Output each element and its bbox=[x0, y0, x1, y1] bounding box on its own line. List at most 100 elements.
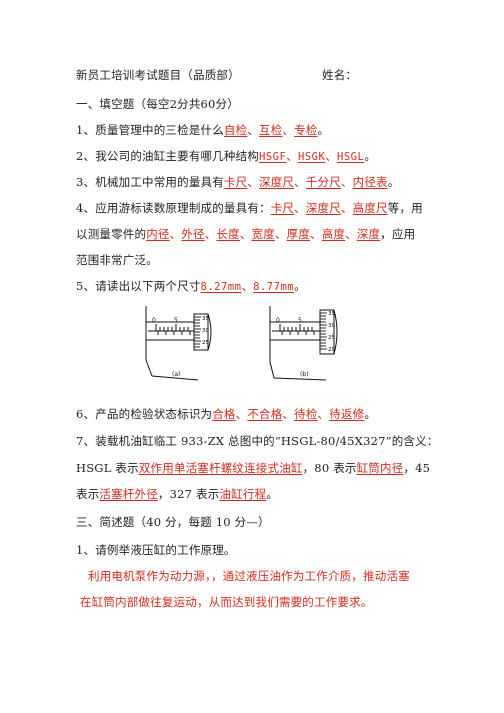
short-answer-1-line-1: 利用电机泵作为动力源，，通过液压油作为工作介质，推动活塞 bbox=[88, 569, 410, 583]
q4-answer-b5: 厚度 bbox=[286, 227, 311, 241]
q5-answer-1: 8.27mm bbox=[200, 281, 242, 293]
q4-answer-b6: 高度 bbox=[321, 227, 346, 241]
q7-answer-3: 活塞杆外径 bbox=[99, 487, 158, 501]
q5-sep-1: 、 bbox=[241, 279, 254, 293]
q3-answer-1: 卡尺 bbox=[223, 175, 248, 189]
q5-text: 5、请读出以下两个尺寸 bbox=[76, 279, 201, 293]
question-7-line-1: 7、装载机油缸临工 933-ZX 总图中的“HSGL-80/45X327”的含义… bbox=[76, 434, 439, 448]
q6-answer-2: 不合格 bbox=[247, 407, 283, 421]
q3-sep-3: 、 bbox=[340, 175, 353, 189]
q6-sep-2: 、 bbox=[282, 407, 295, 421]
q4-mid-2: ，应用 bbox=[380, 227, 416, 241]
q7-answer-2: 缸筒内径 bbox=[356, 461, 404, 475]
q7-line3-a: 表示 bbox=[76, 487, 100, 501]
q4-answer-b2: 外径 bbox=[181, 227, 205, 241]
q1-answer-1: 自检 bbox=[223, 123, 248, 137]
q7-line3-b: ，327 表示 bbox=[157, 487, 220, 501]
q2-answer-1: HSGF bbox=[259, 151, 287, 163]
q4-sep-b5: 、 bbox=[310, 227, 322, 241]
q2-sep-2: 、 bbox=[325, 149, 338, 163]
frame-lower bbox=[145, 359, 153, 377]
question-1: 1、质量管理中的三检是什么自检、互检、专检。 bbox=[76, 122, 329, 138]
q2-suffix: 。 bbox=[364, 149, 377, 163]
thimble-label-35: 35 bbox=[202, 316, 209, 322]
q4-answer-b4: 宽度 bbox=[251, 227, 275, 241]
question-3: 3、机械加工中常用的量具有卡尺、深度尺、千分尺、内径表。 bbox=[76, 174, 399, 190]
sleeve-ticks bbox=[155, 324, 191, 335]
q4-answer-b1: 内径 bbox=[146, 227, 170, 241]
q4-sep-b1: 、 bbox=[169, 227, 182, 241]
q3-answer-4: 内径表 bbox=[352, 175, 388, 189]
q4-answer-b7: 深度 bbox=[356, 227, 381, 241]
q1-sep-2: 、 bbox=[282, 123, 295, 137]
section-1-title: 一、填空题（每空2分共60分） bbox=[76, 97, 239, 111]
q3-sep-2: 、 bbox=[294, 175, 306, 189]
q4-answer-1: 卡尺 bbox=[270, 201, 295, 215]
question-7-line-3: 表示活塞杆外径，327 表示油缸行程。 bbox=[76, 486, 278, 502]
question-7-line-2: HSGL 表示双作用单活塞杆螺纹连接式油缸，80 表示缸筒内径，45 bbox=[76, 460, 430, 476]
question-4-line-2: 以测量零件的内径、外径、长度、宽度、厚度、高度、深度，应用 bbox=[76, 226, 415, 242]
question-2: 2、我公司的油缸主要有哪几种结构HSGF、HSGK、HSGL。 bbox=[76, 148, 376, 164]
q6-suffix: 。 bbox=[364, 407, 377, 421]
q4-sep-1: 、 bbox=[294, 201, 306, 215]
q4-sep-b2: 、 bbox=[204, 227, 217, 241]
q6-text: 6、产品的检验状态标识为 bbox=[76, 407, 213, 421]
question-4-line-1: 4、应用游标读数原理制成的量具有：卡尺、深度尺、高度尺等，用 bbox=[76, 200, 423, 216]
question-4-line-3: 范围非常广泛。 bbox=[76, 253, 158, 267]
q3-sep-1: 、 bbox=[247, 175, 260, 189]
thimble-label-25: 25 bbox=[202, 340, 209, 346]
figure-caption-b: (b) bbox=[300, 371, 309, 378]
q4-mid-1: 等，用 bbox=[387, 201, 423, 215]
q1-answer-3: 专检 bbox=[294, 123, 318, 137]
short-answer-1-line-2: 在缸筒内部做往复运动，从而达到我们需要的工作要求。 bbox=[80, 595, 373, 609]
q4-line2-text: 以测量零件的 bbox=[76, 227, 147, 241]
short-question-1: 1、请例举液压缸的工作原理。 bbox=[76, 543, 236, 557]
q1-text: 1、质量管理中的三检是什么 bbox=[76, 123, 224, 137]
q3-answer-2: 深度尺 bbox=[259, 175, 295, 189]
q7-line2-c: ，45 bbox=[403, 461, 431, 475]
thimble-label-30: 30 bbox=[328, 323, 335, 329]
q2-text: 2、我公司的油缸主要有哪几种结构 bbox=[76, 149, 260, 163]
sleeve-ticks bbox=[279, 324, 315, 335]
figure-caption-a: (a) bbox=[172, 371, 180, 378]
q4-answer-2: 深度尺 bbox=[305, 201, 341, 215]
question-5: 5、请读出以下两个尺寸8.27mm、8.77mm。 bbox=[76, 278, 306, 294]
q3-answer-3: 千分尺 bbox=[305, 175, 341, 189]
q4-sep-b3: 、 bbox=[239, 227, 252, 241]
q4-answer-3: 高度尺 bbox=[352, 201, 388, 215]
q5-suffix: 。 bbox=[294, 279, 306, 293]
micrometer-figure-a: 0 5 35 30 25 (a) bbox=[145, 306, 212, 381]
q3-suffix: 。 bbox=[387, 175, 400, 189]
thimble-curve bbox=[207, 313, 212, 351]
q4-text: 4、应用游标读数原理制成的量具有： bbox=[76, 201, 271, 215]
exam-title-line: 新员工培训考试题目（品质部） 姓名： bbox=[76, 67, 357, 83]
q1-suffix: 。 bbox=[317, 123, 330, 137]
scale-label-0: 0 bbox=[276, 317, 280, 324]
q6-sep-3: 、 bbox=[317, 407, 330, 421]
frame-lower bbox=[269, 361, 275, 379]
frame-bottom bbox=[273, 377, 327, 381]
micrometer-figure-b: 0 5 35 30 25 20 (b) bbox=[269, 306, 338, 381]
q5-answer-2: 8.77mm bbox=[253, 281, 295, 293]
q7-line3-c: 。 bbox=[266, 487, 278, 501]
thimble-ticks bbox=[194, 316, 201, 348]
thimble-label-20: 20 bbox=[328, 347, 335, 353]
scale-label-0: 0 bbox=[152, 317, 156, 324]
q7-line2-b: ，80 表示 bbox=[302, 461, 357, 475]
q7-answer-4: 油缸行程 bbox=[219, 487, 267, 501]
q2-answer-2: HSGK bbox=[298, 151, 326, 163]
thimble-label-25: 25 bbox=[328, 335, 335, 341]
q4-answer-b3: 长度 bbox=[216, 227, 240, 241]
question-6: 6、产品的检验状态标识为合格、不合格、待检、待返修。 bbox=[76, 406, 376, 422]
thimble-ticks bbox=[320, 312, 327, 350]
scale-label-5: 5 bbox=[298, 317, 302, 324]
section-3-title: 三、简述题（40 分，每题 10 分—） bbox=[76, 515, 270, 529]
q6-sep-1: 、 bbox=[235, 407, 248, 421]
thimble-curve bbox=[333, 309, 338, 355]
q1-sep-1: 、 bbox=[247, 123, 260, 137]
q4-sep-b6: 、 bbox=[345, 227, 357, 241]
thimble-label-30: 30 bbox=[202, 328, 209, 334]
q2-sep-1: 、 bbox=[286, 149, 299, 163]
exam-title: 新员工培训考试题目（品质部） bbox=[76, 68, 240, 82]
